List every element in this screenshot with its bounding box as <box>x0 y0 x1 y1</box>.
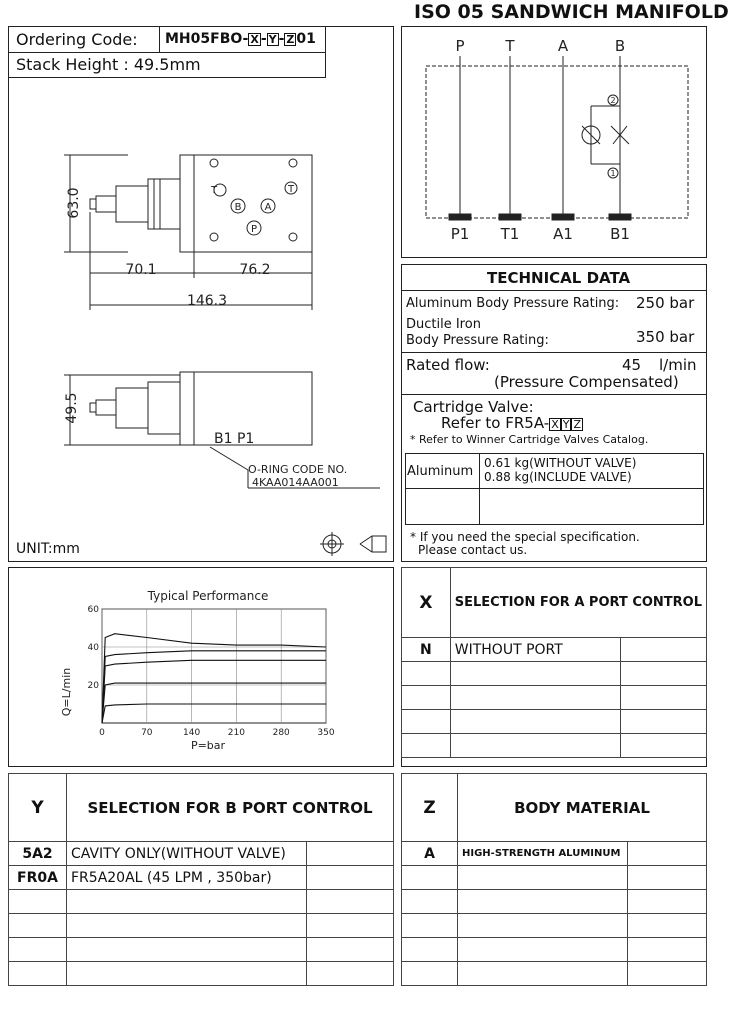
dim-a: 70.1 <box>125 262 156 278</box>
cartridge-label: Cartridge Valve: <box>413 398 534 416</box>
table-row <box>8 889 394 914</box>
weight-material: Aluminum <box>407 464 474 479</box>
schematic-port-t1: T1 <box>500 225 520 243</box>
chart-ylabel: Q=L/min <box>60 668 73 716</box>
schematic-port-b: B <box>615 37 625 55</box>
port-label: P <box>251 224 257 235</box>
oring-label: O-RING CODE NO. <box>248 463 347 476</box>
z-code-header: Z <box>401 773 458 842</box>
port-label: T <box>210 185 218 196</box>
table-row <box>401 937 707 962</box>
dim-height-side: 49.5 <box>64 392 80 423</box>
table-row <box>401 865 707 890</box>
flow-value: 45 <box>622 356 642 374</box>
dim-b: 76.2 <box>239 262 270 278</box>
alu-rating-label: Aluminum Body Pressure Rating: <box>406 296 620 311</box>
ordering-code-label: Ordering Code: <box>16 30 138 49</box>
marker-2: 2 <box>610 96 615 105</box>
flow-note: (Pressure Compensated) <box>494 373 679 391</box>
series-line <box>101 682 326 724</box>
chart-xlabel: P=bar <box>191 739 226 752</box>
alu-rating-value: 250 bar <box>636 294 695 312</box>
stack-height: Stack Height : 49.5mm <box>16 55 201 74</box>
unit-label: UNIT:mm <box>16 541 80 557</box>
dim-total: 146.3 <box>187 293 227 309</box>
table-row <box>8 961 394 986</box>
chart-panel <box>8 567 394 767</box>
table-row <box>401 913 707 938</box>
x-tick-label: 280 <box>273 728 290 738</box>
port-label: T <box>287 184 295 195</box>
port-label: A <box>265 202 272 213</box>
table-row <box>401 961 707 986</box>
series-line <box>101 659 326 724</box>
dim-height-top: 63.0 <box>66 187 82 218</box>
x-tick-label: 0 <box>99 728 105 738</box>
series-line <box>101 650 326 724</box>
technical-heading-cell <box>401 264 707 291</box>
schematic-port-t: T <box>504 37 515 55</box>
table-row <box>401 661 708 686</box>
page-title: ISO 05 SANDWICH MANIFOLD <box>414 1 729 23</box>
x-code-header: X <box>401 567 451 638</box>
x-tick-label: 70 <box>141 728 153 738</box>
hydraulic-schematic: P T A B P1 T1 A1 B1 2 1 <box>425 37 689 243</box>
x-heading: SELECTION FOR A PORT CONTROL <box>449 567 708 638</box>
cartridge-note: * Refer to Winner Cartridge Valves Catal… <box>410 433 649 446</box>
weight-table <box>405 453 704 525</box>
table-row <box>401 733 708 758</box>
table-row <box>8 937 394 962</box>
z-heading: BODY MATERIAL <box>457 773 707 842</box>
manifold-drawing: T B A P T 63.0 70.1 76.2 146.3 49.5 B1 P… <box>64 154 387 556</box>
technical-heading: TECHNICAL DATA <box>487 269 631 287</box>
port-label: B <box>235 202 242 213</box>
table-row <box>401 685 708 710</box>
y-tick-label: 60 <box>88 605 100 615</box>
y-code-header: Y <box>8 773 67 842</box>
schematic-port-a: A <box>558 37 569 55</box>
table-row <box>401 709 708 734</box>
schematic-panel <box>401 26 707 258</box>
ductile-label-1: Ductile Iron <box>406 317 481 332</box>
x-tick-label: 140 <box>183 728 200 738</box>
special-note-1: * If you need the special specification. <box>410 530 640 544</box>
x-tick-label: 210 <box>228 728 245 738</box>
schematic-port-p: P <box>455 37 464 55</box>
side-port-labels: B1 P1 <box>214 431 254 447</box>
flow-unit: l/min <box>659 356 697 374</box>
ductile-value: 350 bar <box>636 328 695 346</box>
schematic-port-b1: B1 <box>610 225 630 243</box>
stack-height-cell <box>8 52 326 78</box>
table-row <box>8 913 394 938</box>
y-tick-label: 20 <box>88 681 100 691</box>
oring-code: 4KAA014AA001 <box>252 476 339 489</box>
x-tick-label: 350 <box>317 728 334 738</box>
performance-chart: Typical Performance P=bar Q=L/min 0 70 140… <box>60 589 335 752</box>
y-tick-label: 40 <box>88 643 100 653</box>
series-line <box>101 703 326 724</box>
weight-with-valve: 0.88 kg(INCLUDE VALVE) <box>484 470 632 484</box>
series-line <box>101 633 327 724</box>
special-note-2: Please contact us. <box>418 543 528 557</box>
chart-title: Typical Performance <box>147 589 269 603</box>
ductile-label-2: Body Pressure Rating: <box>406 333 549 348</box>
schematic-port-p1: P1 <box>451 225 470 243</box>
schematic-port-a1: A1 <box>553 225 573 243</box>
marker-1: 1 <box>610 169 615 178</box>
plot-frame <box>101 608 327 724</box>
y-heading: SELECTION FOR B PORT CONTROL <box>66 773 394 842</box>
weight-without-valve: 0.61 kg(WITHOUT VALVE) <box>484 456 637 470</box>
flow-label: Rated flow: <box>406 356 490 374</box>
table-row <box>401 889 707 914</box>
